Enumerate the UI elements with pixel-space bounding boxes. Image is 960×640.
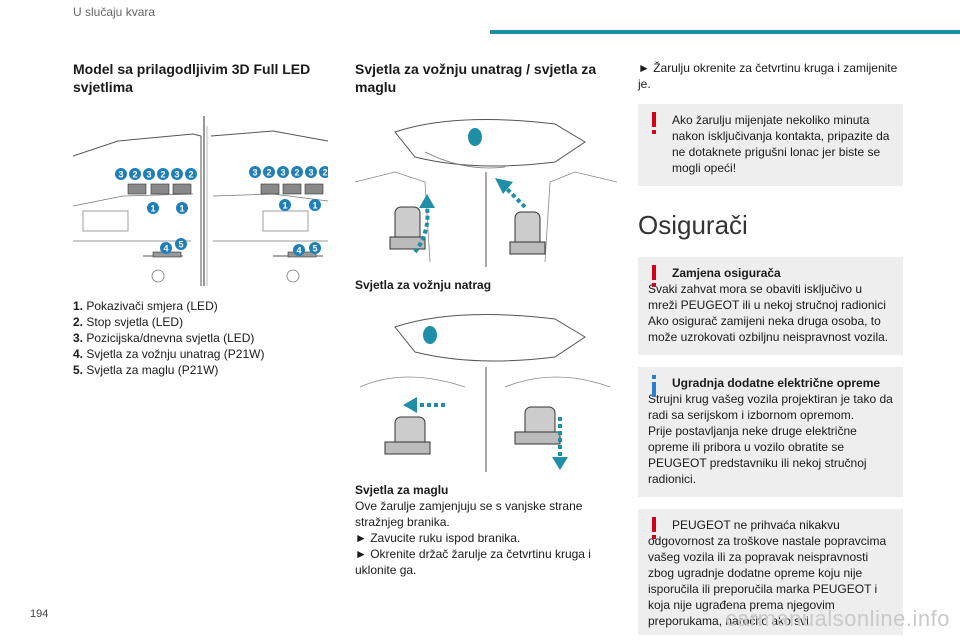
callout-marker — [309, 199, 321, 211]
callout-marker — [291, 166, 303, 178]
warning-hot-exhaust: Ako žarulju mijenjate nekoliko minuta na… — [638, 104, 903, 186]
info-title: Ugradnja dodatne električne opreme — [672, 376, 881, 390]
legend-item: 1. Pokazivači smjera (LED) — [73, 299, 218, 313]
callout-label: 1 — [150, 204, 155, 214]
column-reverse-fog-lights: Svjetla za vožnju unatrag / svjetla za m… — [355, 60, 617, 578]
callout-marker — [293, 244, 305, 256]
callout-label: 2 — [160, 170, 165, 180]
step-turn-holder: ► Okrenite držač žarulje za četvrtinu kr… — [355, 547, 591, 577]
callout-marker — [171, 168, 183, 180]
legend-item: 3. Pozicijska/dnevna svjetla (LED) — [73, 331, 255, 345]
info-additional-equipment: Ugradnja dodatne električne opreme Struj… — [638, 367, 903, 497]
callout-label: 2 — [322, 168, 327, 178]
info-text-2: Prije postavljanja neke druge električne… — [648, 424, 867, 486]
callouts-left: 3 2 3 2 3 2 1 1 4 5 — [115, 168, 197, 254]
callout-label: 1 — [179, 204, 184, 214]
callout-label: 2 — [188, 170, 193, 180]
legend-item: 4. Svjetla za vožnju unatrag (P21W) — [73, 347, 265, 361]
legend-item: 5. Svjetla za maglu (P21W) — [73, 363, 219, 377]
warning-fuse-replacement: Zamjena osigurača Svaki zahvat mora se o… — [638, 257, 903, 355]
running-header: U slučaju kvara — [73, 5, 156, 19]
callout-marker — [147, 202, 159, 214]
step-reach-under: ► Zavucite ruku ispod branika. — [355, 531, 521, 545]
section-heading-reverse-fog: Svjetla za vožnju unatrag / svjetla za m… — [355, 61, 597, 95]
step-replace-bulb: ► Žarulju okrenite za četvrtinu kruga i … — [638, 61, 898, 91]
liability-text: PEUGEOT ne prihvaća nikakvu odgovornost … — [648, 518, 887, 628]
callout-marker — [277, 166, 289, 178]
callout-marker — [143, 168, 155, 180]
fuse-warning-text: Svaki zahvat mora se obaviti isključivo … — [648, 282, 889, 344]
callout-label: 3 — [252, 168, 257, 178]
callout-marker — [176, 202, 188, 214]
paragraph-outside-bumper: Ove žarulje zamjenjuju se s vanjske stra… — [355, 499, 583, 529]
callout-label: 1 — [312, 201, 317, 211]
reverse-light-illustration — [355, 119, 617, 267]
callout-label: 4 — [296, 246, 301, 256]
illustration-left-panel — [73, 133, 202, 286]
callout-marker — [115, 168, 127, 180]
fog-light-text: Svjetla za maglu Ove žarulje zamjenjuju … — [355, 482, 617, 578]
callout-marker — [157, 168, 169, 180]
callout-marker — [129, 168, 141, 180]
warning-exclamation-icon — [652, 265, 656, 287]
warning-exclamation-icon — [652, 517, 656, 539]
page-number: 194 — [30, 608, 49, 620]
callout-marker — [319, 166, 328, 178]
watermark: carmanualsonline.info — [725, 606, 950, 631]
callout-label: 3 — [146, 170, 151, 180]
callout-label: 5 — [312, 244, 317, 254]
callout-marker — [185, 168, 197, 180]
section-heading-led: Model sa prilagodljivim 3D Full LED svje… — [73, 61, 311, 95]
callout-marker — [160, 242, 172, 254]
callout-marker — [249, 166, 261, 178]
column-led-model: Model sa prilagodljivim 3D Full LED svje… — [73, 60, 328, 378]
column-fuses: ► Žarulju okrenite za četvrtinu kruga i … — [638, 60, 903, 635]
bulb-legend: 1. Pokazivači smjera (LED) 2. Stop svjet… — [73, 298, 328, 378]
callout-label: 5 — [178, 240, 183, 250]
callout-label: 3 — [174, 170, 179, 180]
callout-marker — [279, 199, 291, 211]
fog-light-illustration — [359, 314, 611, 472]
callout-label: 4 — [163, 244, 168, 254]
callout-label: 2 — [294, 168, 299, 178]
warning-exclamation-icon — [652, 112, 656, 134]
callout-marker — [263, 166, 275, 178]
info-text: Strujni krug vašeg vozila projektiran je… — [648, 392, 893, 422]
header-accent-bar — [490, 30, 960, 34]
callout-label: 2 — [266, 168, 271, 178]
fuse-warning-title: Zamjena osigurača — [672, 266, 781, 280]
legend-item: 2. Stop svjetla (LED) — [73, 315, 184, 329]
callout-label: 1 — [282, 201, 287, 211]
info-icon — [652, 375, 656, 397]
section-title-fuses: Osigurači — [638, 210, 748, 240]
callout-label: 3 — [280, 168, 285, 178]
warning-text: Ako žarulju mijenjate nekoliko minuta na… — [672, 113, 890, 175]
callout-label: 3 — [118, 170, 123, 180]
callout-label: 2 — [132, 170, 137, 180]
callout-marker — [309, 242, 321, 254]
callout-marker — [305, 166, 317, 178]
callout-label: 3 — [308, 168, 313, 178]
callouts-right: 3 2 3 2 3 2 1 1 4 5 — [249, 166, 328, 256]
led-taillight-illustration: 3 2 3 2 3 2 1 1 4 5 3 2 3 2 3 2 1 1 4 5 — [73, 116, 328, 286]
warning-liability: PEUGEOT ne prihvaća nikakvu odgovornost … — [638, 509, 903, 635]
caption-fog-light: Svjetla za maglu — [355, 483, 449, 497]
caption-reverse-light: Svjetla za vožnju natrag — [355, 278, 492, 292]
callout-marker — [175, 238, 187, 250]
